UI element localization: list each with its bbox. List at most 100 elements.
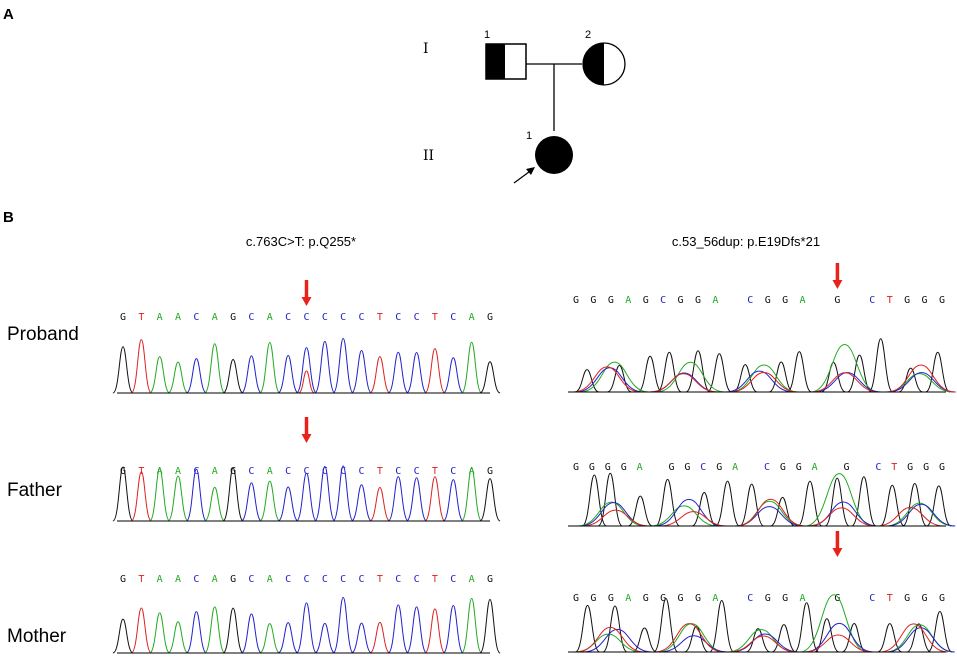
peak bbox=[240, 482, 263, 522]
peak bbox=[167, 361, 189, 394]
base-call: C bbox=[395, 574, 401, 585]
base-call: G bbox=[487, 574, 493, 585]
base-call: G bbox=[678, 295, 684, 306]
base-call: T bbox=[887, 593, 893, 604]
row-label-mother: Mother bbox=[7, 626, 67, 647]
peak bbox=[204, 486, 226, 522]
pedigree: I II 1 2 1 bbox=[423, 29, 626, 184]
individual-number: 2 bbox=[585, 29, 591, 41]
peak bbox=[314, 340, 336, 394]
peak bbox=[479, 361, 501, 394]
base-call: C bbox=[450, 466, 456, 477]
base-call: C bbox=[450, 312, 456, 323]
peak bbox=[259, 480, 281, 522]
base-call: G bbox=[782, 295, 788, 306]
individual-number: 1 bbox=[526, 130, 532, 142]
base-call: C bbox=[414, 312, 420, 323]
base-call: G bbox=[716, 462, 722, 473]
base-call: C bbox=[248, 466, 254, 477]
peak bbox=[298, 370, 315, 394]
peak bbox=[185, 611, 207, 654]
peak bbox=[406, 477, 428, 522]
base-call: C bbox=[303, 466, 309, 477]
peak bbox=[204, 343, 226, 394]
base-call: C bbox=[747, 295, 753, 306]
base-call: T bbox=[138, 574, 144, 585]
peak bbox=[424, 608, 446, 654]
peak bbox=[387, 351, 409, 394]
base-call: G bbox=[922, 593, 928, 604]
peak bbox=[332, 465, 354, 522]
base-call: C bbox=[193, 312, 199, 323]
base-call: G bbox=[695, 295, 701, 306]
base-call: A bbox=[637, 462, 643, 473]
base-call: A bbox=[732, 462, 738, 473]
base-call: C bbox=[414, 466, 420, 477]
base-call: C bbox=[340, 466, 346, 477]
peak bbox=[424, 348, 446, 394]
base-call: G bbox=[834, 295, 840, 306]
base-call: G bbox=[765, 593, 771, 604]
trace bbox=[574, 598, 953, 653]
peak bbox=[295, 602, 318, 654]
base-call: G bbox=[608, 593, 614, 604]
base-call: A bbox=[800, 593, 806, 604]
base-call: G bbox=[621, 462, 627, 473]
mutation-label-1: c.763C>T: p.Q255* bbox=[246, 234, 356, 249]
base-call: A bbox=[212, 312, 218, 323]
base-call: A bbox=[469, 312, 475, 323]
peak bbox=[112, 466, 134, 522]
base-call: A bbox=[469, 574, 475, 585]
trace bbox=[577, 473, 954, 527]
base-call: G bbox=[796, 462, 802, 473]
peak bbox=[240, 613, 263, 654]
trace bbox=[581, 472, 952, 527]
row-label-proband: Proband bbox=[7, 324, 79, 345]
trace bbox=[576, 623, 948, 653]
peak bbox=[350, 484, 373, 522]
base-call: A bbox=[812, 462, 818, 473]
base-call: T bbox=[887, 295, 893, 306]
peak bbox=[442, 357, 464, 394]
base-call: C bbox=[340, 312, 346, 323]
base-call: G bbox=[230, 574, 236, 585]
base-call: A bbox=[712, 593, 718, 604]
mutation-label-2: c.53_56dup: p.E19Dfs*21 bbox=[672, 234, 820, 249]
base-call: C bbox=[869, 295, 875, 306]
base-call: A bbox=[175, 312, 181, 323]
base-call: A bbox=[625, 593, 631, 604]
peak bbox=[149, 356, 171, 394]
peak bbox=[277, 355, 299, 394]
base-call: C bbox=[395, 312, 401, 323]
peak bbox=[442, 479, 464, 522]
base-call: G bbox=[590, 295, 596, 306]
mutation-arrow-icon bbox=[301, 280, 312, 306]
base-call: C bbox=[660, 295, 666, 306]
peak bbox=[314, 465, 336, 522]
peak bbox=[259, 342, 281, 394]
base-call: T bbox=[377, 574, 383, 585]
base-call: T bbox=[432, 574, 438, 585]
trace bbox=[579, 498, 956, 527]
base-call: G bbox=[780, 462, 786, 473]
base-call: A bbox=[625, 295, 631, 306]
base-call: C bbox=[747, 593, 753, 604]
peak bbox=[332, 596, 354, 654]
base-call: C bbox=[248, 574, 254, 585]
peak bbox=[185, 468, 207, 522]
base-call: A bbox=[157, 312, 163, 323]
base-call: G bbox=[904, 295, 910, 306]
base-call: C bbox=[875, 462, 881, 473]
individual-ii-1: 1 bbox=[513, 130, 573, 184]
peak bbox=[240, 355, 263, 394]
base-call: G bbox=[487, 312, 493, 323]
base-call: T bbox=[377, 312, 383, 323]
base-call: C bbox=[248, 312, 254, 323]
base-call: A bbox=[212, 466, 218, 477]
trace bbox=[581, 498, 945, 527]
base-call: A bbox=[175, 466, 181, 477]
base-call: G bbox=[695, 593, 701, 604]
peak bbox=[130, 339, 152, 394]
